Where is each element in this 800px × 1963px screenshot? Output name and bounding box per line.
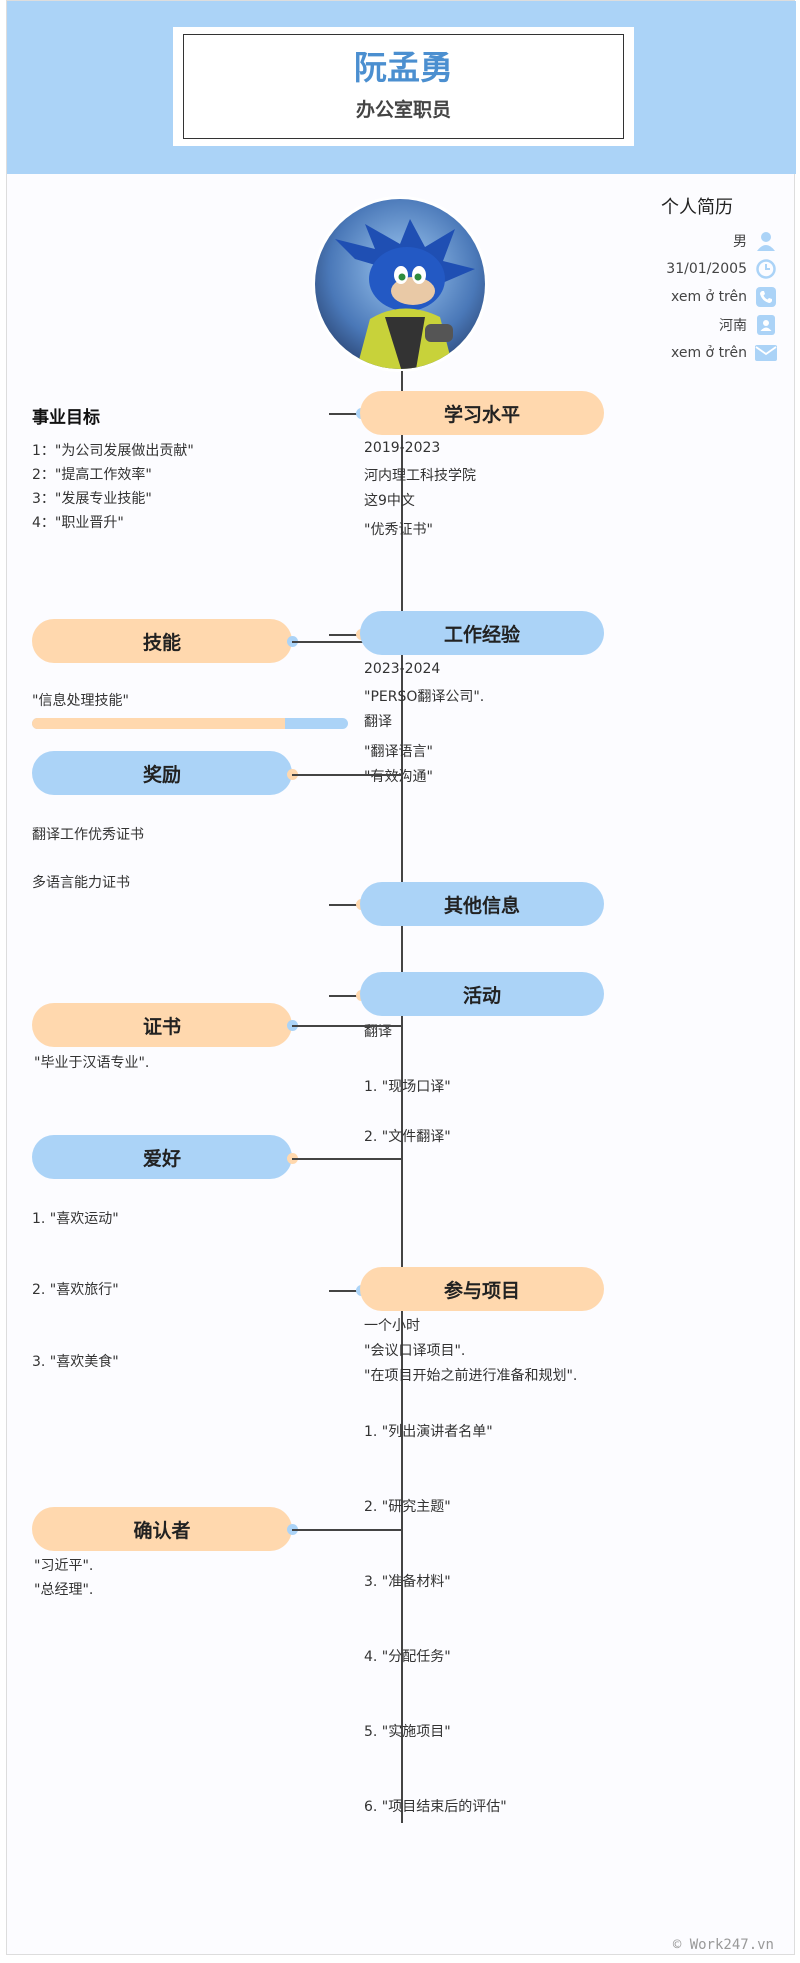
work-task: "翻译语言" — [364, 744, 433, 760]
project-desc: "在项目开始之前进行准备和规划". — [364, 1368, 578, 1384]
project-step: 5. "实施项目" — [364, 1724, 451, 1740]
avatar — [312, 196, 488, 372]
personal-info: 个人简历 男 31/01/2005 xem ở trên 河南 x — [661, 193, 777, 367]
work-task: "有效沟通" — [364, 769, 433, 785]
project-step: 2. "研究主题" — [364, 1499, 451, 1515]
hobby-item: 1. "喜欢运动" — [32, 1211, 119, 1227]
info-birthdate: 31/01/2005 — [661, 255, 777, 283]
footer-watermark: © Work247.vn — [672, 1937, 774, 1953]
list-item: 4："职业晋升" — [32, 515, 124, 531]
award-item: 翻译工作优秀证书 — [32, 827, 144, 843]
reference-item: "总经理". — [34, 1582, 94, 1598]
timeline-line — [401, 371, 403, 1823]
title-box: 阮孟勇 办公室职员 — [173, 27, 634, 146]
list-item: 2："提高工作效率" — [32, 467, 152, 483]
certificates-title: 证书 — [32, 1003, 292, 1047]
education-major: 这9中文 — [364, 493, 415, 509]
education-note: "优秀证书" — [364, 522, 433, 538]
work-period: 2023-2024 — [364, 661, 441, 677]
work-title: 工作经验 — [360, 611, 604, 655]
header-band: 阮孟勇 办公室职员 — [7, 1, 796, 174]
project-step: 6. "项目结束后的评估" — [364, 1799, 507, 1815]
list-item: 3："发展专业技能" — [32, 491, 152, 507]
user-icon — [755, 230, 777, 252]
project-step: 4. "分配任务" — [364, 1649, 451, 1665]
personal-info-title: 个人简历 — [661, 197, 733, 218]
list-item: 1："为公司发展做出贡献" — [32, 443, 194, 459]
award-item: 多语言能力证书 — [32, 875, 130, 891]
resume-page: 阮孟勇 办公室职员 — [6, 0, 796, 1955]
clock-icon — [755, 258, 777, 280]
contact-card-icon — [755, 314, 777, 336]
career-goal-title: 事业目标 — [32, 408, 100, 428]
other-info-title: 其他信息 — [360, 882, 604, 926]
project-duration: 一个小时 — [364, 1318, 420, 1334]
info-phone: xem ở trên — [661, 283, 777, 311]
candidate-name: 阮孟勇 — [354, 48, 453, 87]
reference-item: "习近平". — [34, 1558, 94, 1574]
skill-name: "信息处理技能" — [32, 693, 129, 709]
activity-item: 1. "现场口译" — [364, 1079, 451, 1095]
hobby-item: 2. "喜欢旅行" — [32, 1282, 119, 1298]
education-title: 学习水平 — [360, 391, 604, 435]
skills-title: 技能 — [32, 619, 292, 663]
activity-role: 翻译 — [364, 1024, 392, 1040]
activities-title: 活动 — [360, 972, 604, 1016]
hobbies-title: 爱好 — [32, 1135, 292, 1179]
skill-level-bar — [32, 718, 348, 729]
phone-icon — [755, 286, 777, 308]
info-address: 河南 — [661, 311, 777, 339]
mail-icon — [755, 342, 777, 364]
project-step: 1. "列出演讲者名单" — [364, 1424, 493, 1440]
work-company: "PERSO翻译公司". — [364, 689, 485, 705]
education-period: 2019-2023 — [364, 440, 441, 456]
project-name: "会议口译项目". — [364, 1343, 466, 1359]
hobby-item: 3. "喜欢美食" — [32, 1354, 119, 1370]
activity-item: 2. "文件翻译" — [364, 1129, 451, 1145]
awards-title: 奖励 — [32, 751, 292, 795]
info-email: xem ở trên — [661, 339, 777, 367]
certificate-item: "毕业于汉语专业". — [34, 1055, 150, 1071]
references-title: 确认者 — [32, 1507, 292, 1551]
job-title: 办公室职员 — [355, 99, 451, 121]
education-school: 河内理工科技学院 — [364, 468, 476, 484]
work-role: 翻译 — [364, 714, 392, 730]
info-gender: 男 — [661, 227, 777, 255]
project-step: 3. "准备材料" — [364, 1574, 451, 1590]
projects-title: 参与项目 — [360, 1267, 604, 1311]
